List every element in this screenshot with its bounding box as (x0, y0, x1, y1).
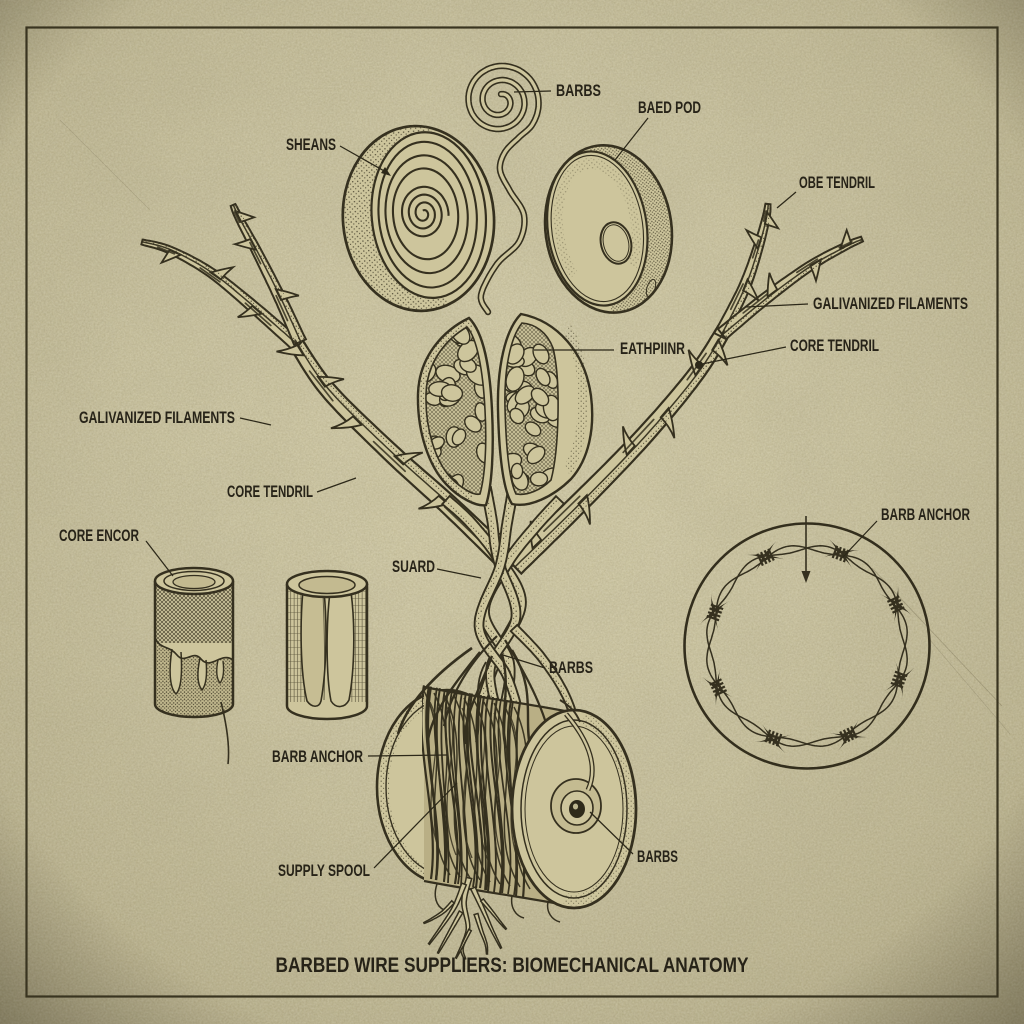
svg-text:SHEANS: SHEANS (286, 136, 336, 154)
svg-text:BARB ANCHOR: BARB ANCHOR (881, 506, 970, 524)
svg-text:SUARD: SUARD (392, 558, 435, 576)
svg-text:CORE ENCOR: CORE ENCOR (59, 527, 139, 545)
svg-text:BARBED WIRE SUPPLIERS: BIOMECH: BARBED WIRE SUPPLIERS: BIOMECHANICAL ANA… (276, 953, 749, 977)
svg-text:BAED POD: BAED POD (638, 99, 701, 117)
svg-text:GALIVANIZED FILAMENTS: GALIVANIZED FILAMENTS (813, 295, 968, 313)
svg-text:EATHPIINR: EATHPIINR (620, 340, 685, 358)
svg-text:BARBS: BARBS (637, 848, 678, 866)
svg-text:CORE TENDRIL: CORE TENDRIL (790, 337, 879, 355)
svg-text:BARBS: BARBS (556, 82, 601, 100)
svg-text:CORE TENDRIL: CORE TENDRIL (227, 483, 313, 501)
svg-text:SUPPLY SPOOL: SUPPLY SPOOL (278, 862, 370, 880)
svg-text:BARBS: BARBS (549, 659, 593, 677)
svg-text:OBE TENDRIL: OBE TENDRIL (799, 174, 875, 192)
svg-text:BARB ANCHOR: BARB ANCHOR (272, 748, 363, 766)
svg-text:GALIVANIZED FILAMENTS: GALIVANIZED FILAMENTS (79, 409, 235, 427)
